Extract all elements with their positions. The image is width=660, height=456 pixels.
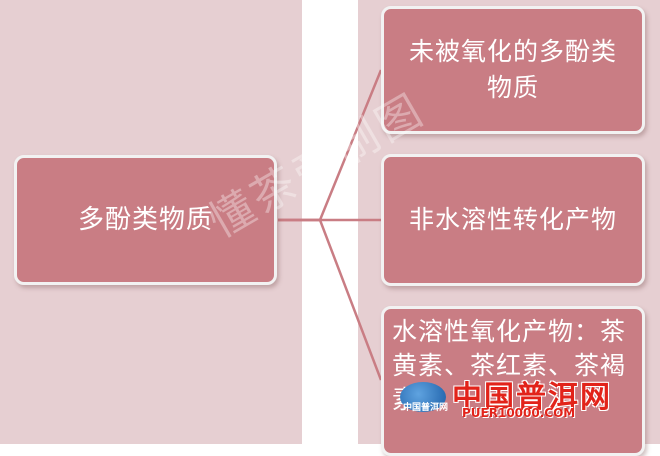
root-node: 多酚类物质 bbox=[14, 155, 277, 285]
child-node-1-label: 未被氧化的多酚类物质 bbox=[408, 37, 617, 102]
child-node-2-label: 非水溶性转化产物 bbox=[408, 205, 617, 234]
child-node-3-label: 水溶性氧化产物：茶黄素、茶红素、茶褐素 bbox=[392, 317, 627, 414]
logo-url: PUER10000.COM bbox=[462, 406, 576, 420]
connector-to-child-3 bbox=[278, 218, 383, 381]
logo-name: 中国普洱网 bbox=[452, 380, 612, 415]
globe-icon: 中国普洱网 bbox=[400, 382, 449, 413]
root-node-label: 多酚类物质 bbox=[77, 205, 213, 235]
connector-lines bbox=[278, 69, 383, 381]
child-node-1: 未被氧化的多酚类物质 bbox=[381, 6, 645, 134]
child-node-2: 非水溶性转化产物 bbox=[381, 154, 645, 286]
logo-globe-label: 中国普洱网 bbox=[403, 403, 449, 413]
